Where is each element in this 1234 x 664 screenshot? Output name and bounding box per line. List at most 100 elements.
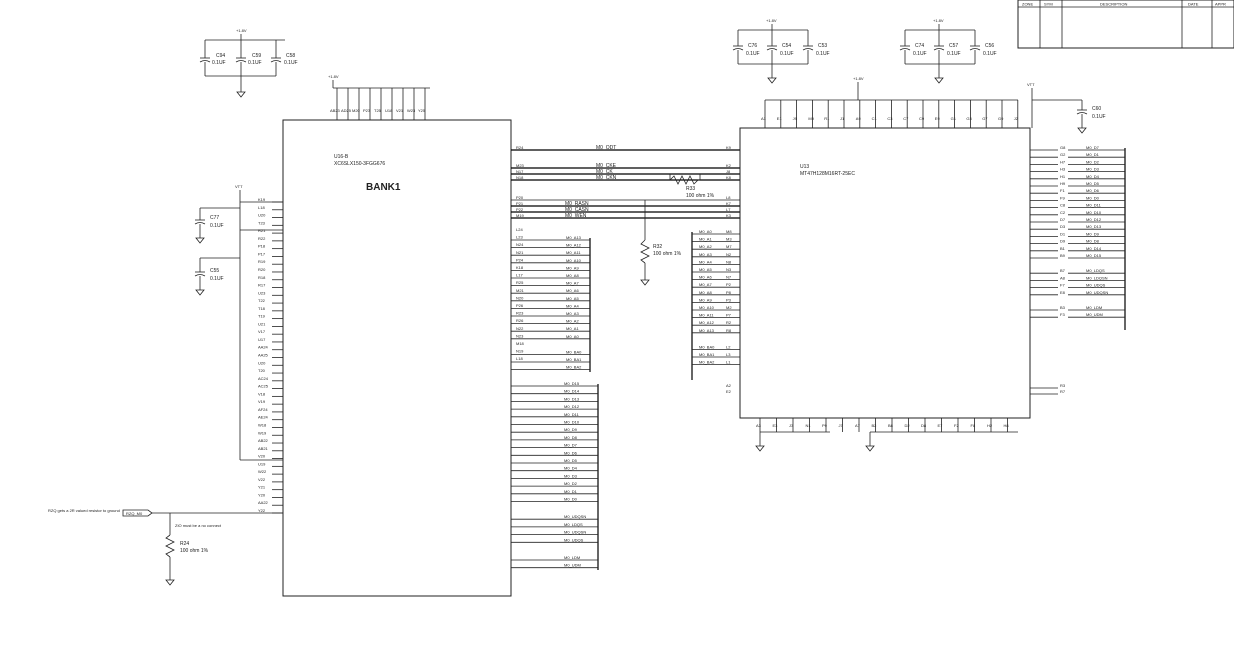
vtt-rail: VTT xyxy=(235,184,283,461)
cap-c58-value: 0.1UF xyxy=(284,60,298,66)
ddr-right-pin: A8 xyxy=(1060,275,1066,280)
cap-c54-value: 0.1UF xyxy=(780,51,794,57)
ddr-data-net: M0_D4 xyxy=(1086,174,1100,179)
fpga-left-pin: Y20 xyxy=(258,492,266,497)
fpga-data-net: M0_D0 xyxy=(564,497,578,502)
fpga-addr-net: M0_A0 xyxy=(566,334,579,339)
fpga-left-pin: W19 xyxy=(258,430,267,435)
ddr-right-pin: F7 xyxy=(1060,283,1065,288)
fpga-left-pin: T18 xyxy=(258,306,266,311)
ddr-bottom-pin: A7 xyxy=(855,423,861,428)
ddr-left-pin: M8 xyxy=(726,229,732,234)
fpga-data-net: M0_D11 xyxy=(564,412,580,417)
fpga-data-net: M0_D9 xyxy=(564,427,578,432)
ddr-left-pin: M2 xyxy=(726,305,732,310)
ddr-data-net: M0_D0 xyxy=(1086,195,1100,200)
ddr-data-net: M0_D11 xyxy=(1086,203,1102,208)
ddr-left-pin: R8 xyxy=(726,328,732,333)
fpga-left-pin: L18 xyxy=(258,205,265,210)
fpga-left-pin: U20 xyxy=(258,360,266,365)
fpga-left-pin: AC25 xyxy=(258,384,269,389)
ddr-data-net: M0_UDQS xyxy=(1086,283,1106,288)
fpga-symbol: U16-B XC6SLX150-3FGG676 BANK1 K19L18U20T… xyxy=(258,119,525,597)
fpga-left-pin: U20 xyxy=(258,213,266,218)
ddr-top-pin: A1 xyxy=(761,116,767,121)
fpga-addr-net: M0_A4 xyxy=(566,303,579,308)
cap-c55-value: 0.1UF xyxy=(210,276,224,282)
net-m0-wen: M0_WEN xyxy=(565,213,587,219)
ddr-addr-net: M0_A13 xyxy=(699,328,715,333)
fpga-left-pin: V22 xyxy=(258,477,266,482)
ddr-right-pin: H3 xyxy=(1060,167,1066,172)
fpga-left-pin: P17 xyxy=(258,251,266,256)
cap-bank-top-right: +1.8V C74 0.1UF C57 0.1UF C56 0.1UF xyxy=(899,18,997,84)
fpga-data-net: M0_UDQSN xyxy=(564,530,586,535)
cap-c57-value: 0.1UF xyxy=(947,51,961,57)
ddr-top-pin: C3 xyxy=(887,116,893,121)
ddr-data-net: M0_LDM xyxy=(1086,305,1102,310)
fpga-left-pin: AA22 xyxy=(258,500,269,505)
fpga-vcco-pin: U18 xyxy=(385,108,393,113)
fpga-vcco-pin: P23 xyxy=(363,108,371,113)
cap-c74-value: 0.1UF xyxy=(913,51,927,57)
ddr-right-pin: H1 xyxy=(1060,174,1066,179)
fpga-left-pin: R21 xyxy=(258,228,266,233)
fpga-left-pin: T20 xyxy=(258,368,266,373)
cap-c53-ref: C53 xyxy=(818,43,827,49)
fpga-bank: BANK1 xyxy=(366,182,401,193)
net-m0-casn: M0_CASN xyxy=(565,207,589,213)
fpga-vcco-pin: W23 xyxy=(407,108,416,113)
fpga-right-pin: R24 xyxy=(516,145,524,150)
ddr-addr-net: M0_BA1 xyxy=(699,352,715,357)
cap-c94-value: 0.1UF xyxy=(212,60,226,66)
fpga-left-pin: AC24 xyxy=(258,376,269,381)
ddr-bottom-pin: B8 xyxy=(888,423,894,428)
power-label: VTT xyxy=(235,184,243,189)
ddr-data-net: M0_D15 xyxy=(1086,253,1102,258)
data-bus: M0_D15M0_D14M0_D13M0_D12M0_D11M0_D10M0_D… xyxy=(511,145,1126,570)
fpga-data-net: M0_D6 xyxy=(564,450,578,455)
ddr-symbol: U13 MT47H128M16RT-25EC K9K2J8K8L8K7L7K3M… xyxy=(726,127,1066,432)
ddr-addr-net: M0_A1 xyxy=(699,237,712,242)
fpga-right-pin: N19 xyxy=(516,349,524,354)
fpga-right-pin: N18 xyxy=(516,175,524,180)
ddr-left-pin: K2 xyxy=(726,163,732,168)
fpga-left-pin: R17 xyxy=(258,283,266,288)
ddr-right-pin: C8 xyxy=(1060,203,1066,208)
fpga-data-net: M0_UDQS xyxy=(564,537,584,542)
ddr-bottom-pin: J3 xyxy=(789,423,794,428)
cap-c60-value: 0.1UF xyxy=(1092,114,1106,120)
cap-c55-ref: C55 xyxy=(210,268,219,274)
ddr-top-pin: C1 xyxy=(872,116,878,121)
ddr-bottom-pin: J7 xyxy=(839,423,844,428)
fpga-left-pin: AF24 xyxy=(258,407,268,412)
ddr-top-pin: R1 xyxy=(824,116,830,121)
control-nets: M0_ODT M0_CKE M0_CK M0_CKN M0_RASN M0_CA… xyxy=(511,145,740,286)
fpga-vcco-pin: M20 xyxy=(352,108,361,113)
ddr-data-net: M0_LDQS xyxy=(1086,268,1105,273)
ddr-top-pin: M9 xyxy=(808,116,814,121)
ddr-left-pin: N2 xyxy=(726,252,732,257)
ddr-right-pin: B7 xyxy=(1060,268,1066,273)
ddr-top-pin: J9 xyxy=(793,116,798,121)
fpga-left-pin: R19 xyxy=(258,259,266,264)
cap-c77-value: 0.1UF xyxy=(210,223,224,229)
ddr-top-pin: J1 xyxy=(840,116,845,121)
ddr-left-pin: L2 xyxy=(726,344,731,349)
ddr-top-pin: E9 xyxy=(935,116,941,121)
fpga-addr-net: M0_A12 xyxy=(566,243,582,248)
fpga-right-pin: P21 xyxy=(516,201,524,206)
fpga-addr-net: M0_A6 xyxy=(566,288,579,293)
ddr-right-pin: E8 xyxy=(1060,290,1066,295)
ddr-data-net: M0_D10 xyxy=(1086,210,1102,215)
fpga-data-net: M0_D10 xyxy=(564,420,580,425)
ddr-left-pin: K8 xyxy=(726,175,732,180)
ddr-top-pin: C9 xyxy=(919,116,925,121)
ddr-data-net: M0_D2 xyxy=(1086,159,1100,164)
ddr-left-pin: K3 xyxy=(726,213,732,218)
ddr-bottom-pin: F2 xyxy=(954,423,959,428)
fpga-left-pin: V19 xyxy=(258,399,266,404)
ddr-left-pin: M3 xyxy=(726,237,732,242)
